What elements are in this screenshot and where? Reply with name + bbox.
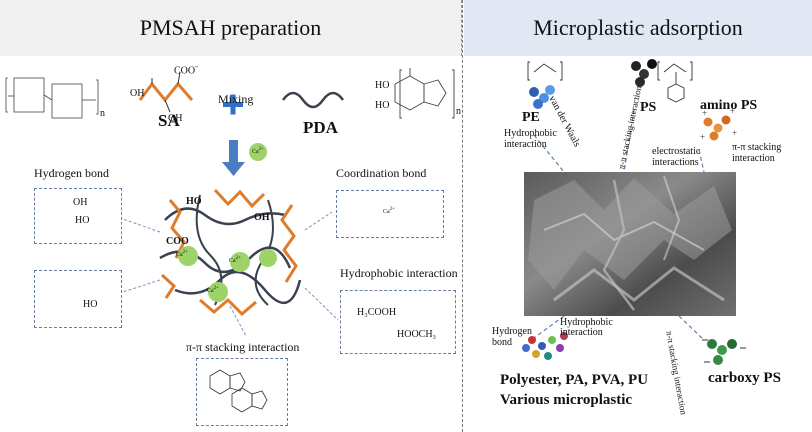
hydrogen-bond-label: Hydrogen bond [34,166,109,180]
ps-cluster [631,59,657,87]
pda-skeletal-structure [394,68,455,119]
pda-ho-label-2: HO [375,100,390,111]
h3cooh-label: H₃COOH [357,307,397,318]
sem-micrograph [524,172,736,316]
various-microplastic-label: Various microplastic [500,392,633,408]
sa-coo-label: COO- [174,62,198,77]
network-ca-label-1: Ca2+ [176,250,188,258]
plus-icon [223,94,243,115]
pda-chain [281,91,345,109]
hoohch3-label: HOOCH₃ [397,329,437,340]
svg-text:+: + [702,108,707,118]
pi-stacking-label: π-π stacking interaction [186,340,300,354]
pi-stacking-box [196,358,288,426]
hydrophobic-left-box: HO [34,270,122,328]
coordination-ca-label: Ca2+ [383,207,395,215]
various-microplastic-cluster [522,332,568,360]
adsorption-panel: Microplastic adsorption [464,0,812,432]
pi-stacking-diagram [209,369,268,413]
calcium-ion-icon [249,143,267,161]
hydrophobic-interaction-box: H₃COOH HOOCH₃ [340,290,456,354]
pe-cluster [529,85,555,109]
hydrogen-bond-oh: OH [73,197,88,208]
pe-hydrophobic-label: Hydrophobic interaction [504,128,557,150]
hydrogen-bond-label-right: Hydrogen bond [492,326,532,348]
interaction-leaders [119,211,339,337]
electrostatic-label: electrostatic interactions [652,146,701,168]
panel-divider [462,0,463,432]
svg-text:+: + [730,106,735,116]
sa-oh-label-2: OH [168,113,183,124]
preparation-panel: PMSAH preparation [0,0,462,426]
sa-skeletal-structure [5,77,99,119]
coordination-bond-label: Coordination bond [336,166,427,180]
pe-label: PE [522,110,540,125]
down-arrow-icon [222,140,245,176]
network-coo-label: COO [166,236,189,247]
hydrogel-network [159,188,302,317]
amino-ps-label: amino PS [700,98,758,113]
carboxy-ps-cluster [702,339,746,365]
pda-ho-label: HO [375,80,390,91]
hydrophobic-interaction-label: Hydrophobic interaction [340,266,458,280]
adsorption-leaders [533,109,705,341]
calcium-ion-label: Ca2+ [252,147,264,155]
adsorption-drawing: + + + + [522,59,746,365]
mixing-label: Mixing [218,92,254,106]
network-ca-label-2: Ca2+ [229,256,241,264]
carboxy-ps-label: carboxy PS [708,370,781,386]
hydrophobic-label-right: Hydrophobic interaction [560,317,613,338]
preparation-title: PMSAH preparation [0,0,462,56]
sa-oh-label: OH [130,88,145,99]
ps-structure [657,61,693,103]
pda-n-subscript: n [456,106,461,117]
hydrogen-bond-box: OH HO [34,188,122,244]
ps-label: PS [640,100,657,115]
network-oh-label: OH [254,212,270,223]
pda-label: PDA [303,118,338,137]
polyester-label: Polyester, PA, PVA, PU [500,372,649,388]
hydrophobic-left-ho: HO [83,299,98,310]
coordination-bond-box: Ca2+ [336,190,444,238]
svg-text:+: + [700,132,705,142]
pe-structure [527,61,563,81]
svg-text:+: + [732,128,737,138]
amino-pi-stacking-label: π-π stacking interaction [732,142,782,164]
preparation-drawing [5,68,455,413]
sa-chain [138,71,194,113]
sa-label: SA [158,111,180,130]
network-ca-label-3: Ca2+ [207,286,219,294]
hydrogen-bond-ho: HO [75,215,90,226]
network-ho-label: HO [186,196,202,207]
adsorption-title: Microplastic adsorption [464,0,812,56]
amino-ps-cluster: + + + + [700,106,737,142]
sa-n-subscript: n [100,108,105,119]
